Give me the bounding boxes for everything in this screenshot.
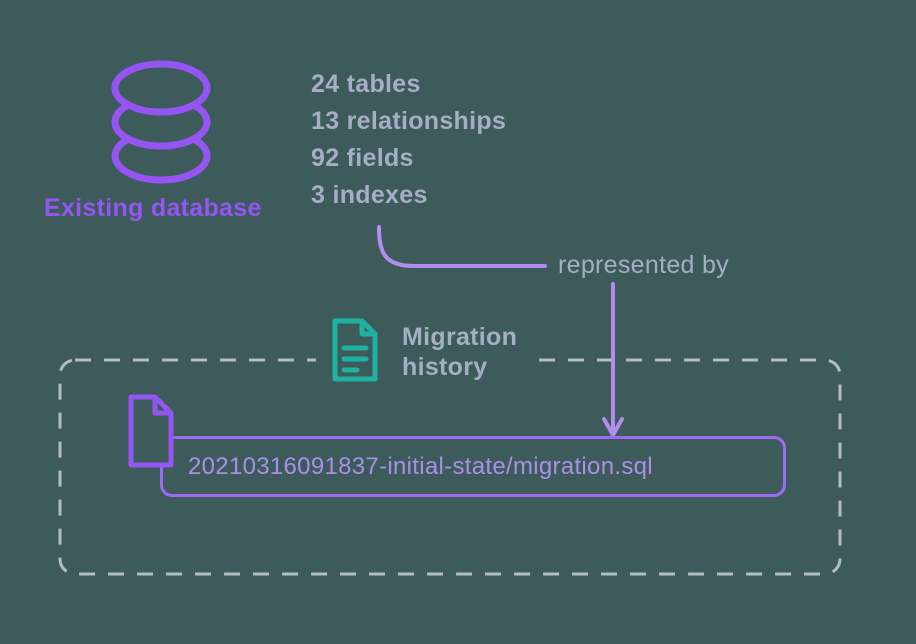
migration-history-group: Migration history (316, 312, 534, 388)
migration-history-label-line2: history (402, 353, 488, 381)
file-icon (128, 394, 174, 468)
stat-indexes: 3 indexes (311, 181, 428, 209)
migration-history-label: Migration history (402, 322, 517, 382)
stat-tables: 24 tables (311, 70, 421, 98)
database-label: Existing database (44, 194, 262, 222)
curve-connector (377, 225, 547, 268)
represented-by-label: represented by (558, 251, 729, 279)
stat-relationships: 13 relationships (311, 107, 507, 135)
stat-fields: 92 fields (311, 144, 414, 172)
migration-file-name: 20210316091837-initial-state/migration.s… (188, 452, 653, 480)
document-icon (332, 318, 378, 382)
database-stats: 24 tables 13 relationships 92 fields 3 i… (311, 66, 506, 214)
database-icon (111, 60, 211, 184)
migration-history-label-line1: Migration (402, 323, 518, 351)
migration-file-pill: 20210316091837-initial-state/migration.s… (160, 436, 786, 497)
